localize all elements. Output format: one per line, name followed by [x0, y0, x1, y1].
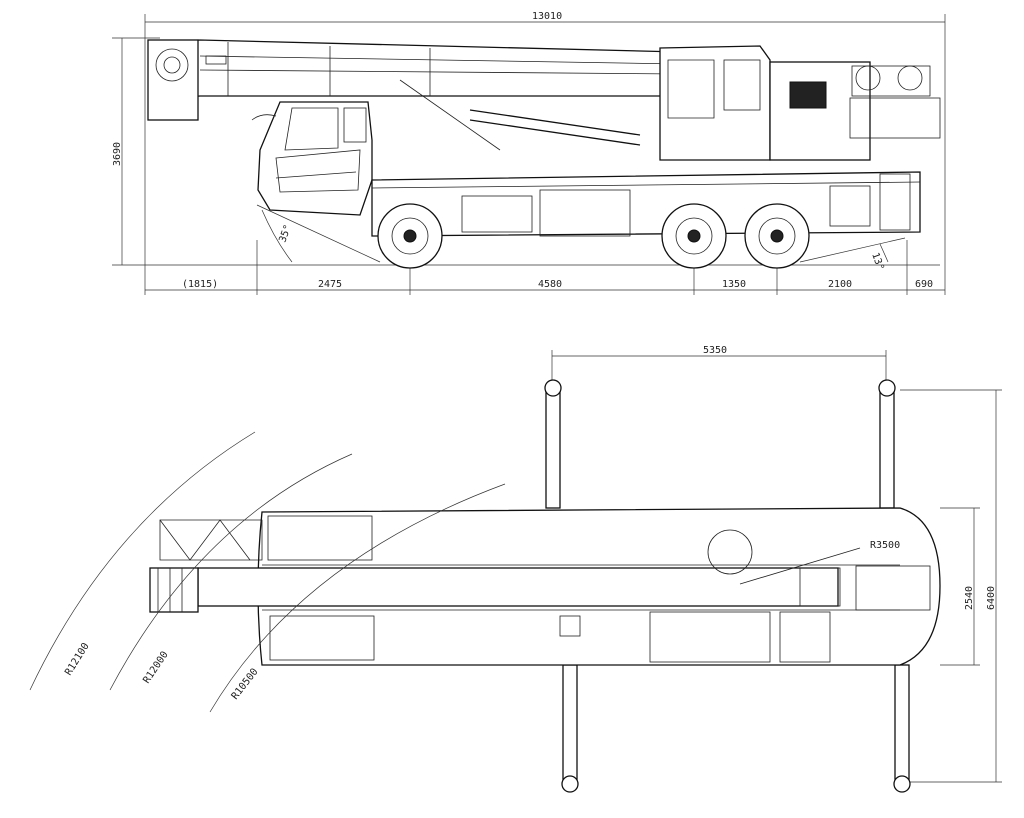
- departure-angle-label: 13°: [869, 251, 886, 272]
- overall-height-dimension: 3690: [112, 37, 940, 266]
- overall-length-dimension: 13010: [144, 11, 946, 295]
- width-dimensions: 2540 6400: [900, 389, 1002, 783]
- wheels-side: [377, 203, 810, 269]
- turning-radius-2-label: R12000: [141, 650, 170, 686]
- top-view: 5350 2540 6400: [29, 345, 1002, 793]
- segment-dimensions: (1815) 2475 4580 1350 2100 690: [145, 240, 945, 295]
- segment-label-5: 2100: [828, 279, 852, 290]
- vehicle-body-top: R3500: [149, 507, 941, 666]
- outrigger-span-transverse-label: 6400: [986, 586, 997, 610]
- segment-label-6: 690: [915, 279, 933, 290]
- segment-label-2: 2475: [318, 279, 342, 290]
- tail-swing-radius-label: R3500: [870, 540, 900, 551]
- turning-radius-1-label: R12100: [63, 641, 91, 677]
- vehicle-width-label: 2540: [964, 586, 975, 610]
- overall-length-label: 13010: [532, 11, 562, 22]
- side-view: 13010 3690 (1815) 2475 4580 1350 2100 69…: [112, 11, 946, 295]
- truck-cab: [251, 101, 373, 216]
- segment-label-3: 4580: [538, 279, 562, 290]
- boom: [147, 39, 681, 151]
- operator-cab: [659, 45, 941, 161]
- outrigger-span-longitudinal-label: 5350: [703, 345, 727, 356]
- outrigger-longitudinal-dimension: 5350: [551, 345, 887, 390]
- segment-label-1: (1815): [182, 279, 218, 290]
- chassis: [371, 171, 921, 237]
- segment-label-4: 1350: [722, 279, 746, 290]
- outriggers: [544, 379, 911, 793]
- overall-height-label: 3690: [112, 142, 123, 166]
- turning-radius-3-label: R10500: [230, 667, 261, 702]
- approach-angle-label: 35°: [277, 223, 294, 244]
